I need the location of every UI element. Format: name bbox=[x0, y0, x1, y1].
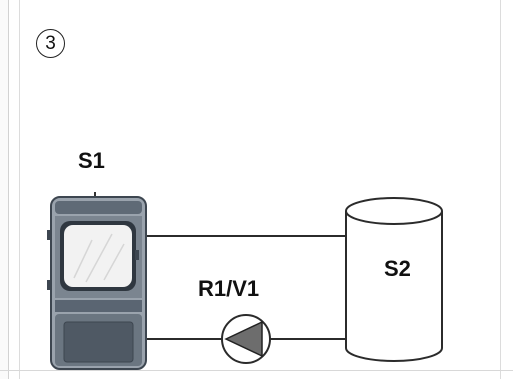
solid-fuel-boiler-icon bbox=[47, 192, 147, 370]
circulation-pump-icon bbox=[221, 314, 271, 364]
boiler-label: S1 bbox=[78, 148, 105, 173]
tank-label: S2 bbox=[384, 256, 411, 281]
left-gutter bbox=[0, 0, 9, 379]
bottom-divider bbox=[0, 370, 513, 371]
pump-label: R1/V1 bbox=[198, 276, 260, 301]
storage-tank-icon bbox=[345, 197, 443, 362]
step-number-badge: 3 bbox=[36, 29, 65, 58]
